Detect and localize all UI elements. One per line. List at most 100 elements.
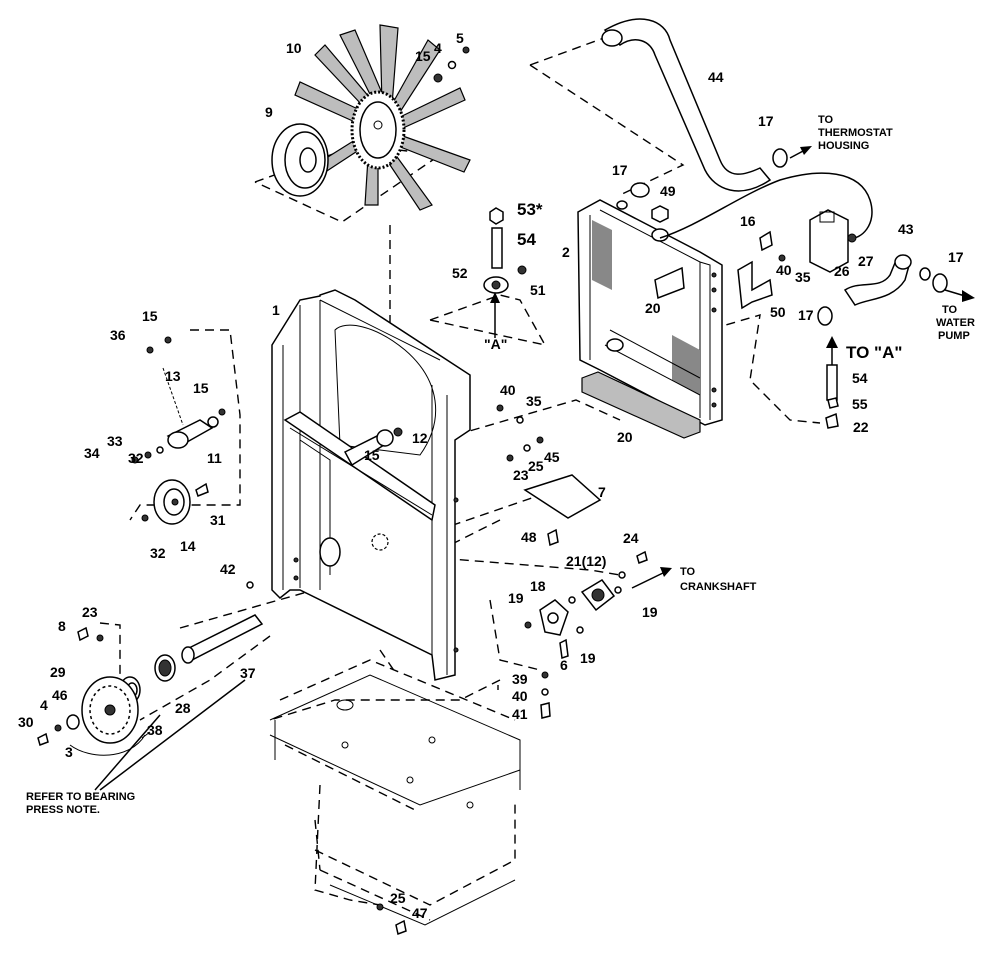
callout-48: 48: [521, 529, 537, 545]
note-to-a: TO "A": [846, 343, 902, 362]
callout-38: 38: [147, 722, 163, 738]
crankshaft-adapter: [524, 550, 648, 719]
callout-12: 12: [412, 430, 428, 446]
callout-22: 22: [853, 419, 869, 435]
callout-36: 36: [110, 327, 126, 343]
callout-9: 9: [265, 104, 273, 120]
callout-5: 5: [456, 30, 464, 46]
fan-shroud: [271, 289, 471, 681]
tensioner-assembly: [131, 336, 226, 525]
note-thermostat-line1: TO: [818, 114, 834, 126]
callout-20-lower: 20: [617, 429, 633, 445]
lower-hose: [843, 254, 912, 306]
callout-13: 13: [165, 368, 181, 384]
callout-45: 45: [544, 449, 560, 465]
callout-50: 50: [770, 304, 786, 320]
callout-32-top: 32: [128, 450, 144, 466]
detail-a-parts: [483, 207, 527, 338]
direction-arrows: [631, 146, 975, 589]
callout-15-tension-top: 15: [142, 308, 158, 324]
callout-51: 51: [530, 282, 546, 298]
callout-30: 30: [18, 714, 34, 730]
callout-17-neck: 17: [612, 162, 628, 178]
bearing-note-leader-2: [99, 679, 246, 791]
callout-15-tension: 15: [193, 380, 209, 396]
fittings-16-35: [759, 230, 786, 262]
callout-23-bracket: 23: [513, 467, 529, 483]
callout-27: 27: [858, 253, 874, 269]
radiator: [577, 199, 723, 439]
callout-53: 53*: [517, 200, 543, 219]
callout-40-shroud: 40: [500, 382, 516, 398]
callout-37: 37: [240, 665, 256, 681]
note-bearing-line2: PRESS NOTE.: [26, 804, 100, 816]
callout-39: 39: [512, 671, 528, 687]
callout-26: 26: [834, 263, 850, 279]
callout-34: 34: [84, 445, 100, 461]
callout-17-right: 17: [948, 249, 964, 265]
note-detail-a: "A": [484, 336, 507, 352]
note-crankshaft-line1: TO: [680, 566, 696, 578]
callout-31: 31: [210, 512, 226, 528]
frame: [269, 659, 521, 936]
hose-clamps: [630, 148, 948, 326]
upper-hose: [601, 18, 772, 192]
callout-15-fan: 15: [415, 48, 431, 64]
callout-33: 33: [107, 433, 123, 449]
drive-shaft-assembly: [37, 581, 264, 756]
callout-4-pulley: 4: [40, 697, 48, 713]
fan-assembly: [271, 24, 471, 211]
bearing-note-leader-1: [94, 714, 161, 791]
bracket-50: [737, 260, 773, 310]
callout-40-radiator: 40: [776, 262, 792, 278]
callout-46: 46: [52, 687, 68, 703]
callout-54-detail: 54: [517, 230, 536, 249]
callout-19-left: 19: [508, 590, 524, 606]
callout-29: 29: [50, 664, 66, 680]
note-water-pump-line1: TO: [942, 304, 958, 316]
callout-20-upper: 20: [645, 300, 661, 316]
overflow-tank: [809, 209, 857, 273]
callout-15-hub: 15: [364, 447, 380, 463]
bracket-hardware: [496, 404, 559, 547]
callout-35-shroud: 35: [526, 393, 542, 409]
callout-42: 42: [220, 561, 236, 577]
radiator-cap: [651, 205, 669, 223]
callout-28: 28: [175, 700, 191, 716]
note-water-pump-line3: PUMP: [938, 330, 970, 342]
callout-41: 41: [512, 706, 528, 722]
diagram-notes: TO THERMOSTAT HOUSING TO WATER PUMP TO C…: [26, 114, 975, 816]
callout-11: 11: [207, 450, 222, 466]
bracket-7: [523, 474, 602, 519]
note-thermostat-line2: THERMOSTAT: [818, 127, 893, 139]
callout-16: 16: [740, 213, 756, 229]
callout-6: 6: [560, 657, 568, 673]
callout-47: 47: [412, 905, 428, 921]
callout-35-radiator: 35: [795, 269, 811, 285]
callout-24: 24: [623, 530, 639, 546]
callout-23-pulley: 23: [82, 604, 98, 620]
callout-43: 43: [898, 221, 914, 237]
callout-8: 8: [58, 618, 66, 634]
fan-hardware: [433, 46, 470, 83]
callout-52: 52: [452, 265, 468, 281]
drain-parts: [825, 336, 839, 429]
callout-4-fan: 4: [434, 40, 442, 56]
note-thermostat-line3: HOUSING: [818, 140, 869, 152]
callout-54-drain: 54: [852, 370, 868, 386]
callout-40-bottom: 40: [512, 688, 528, 704]
callout-19-right: 19: [642, 604, 658, 620]
callout-17-lower: 17: [798, 307, 814, 323]
callout-25-bracket: 25: [528, 458, 544, 474]
callout-18: 18: [530, 578, 546, 594]
callout-32-bottom: 32: [150, 545, 166, 561]
callout-17-top: 17: [758, 113, 774, 129]
callout-19-bottom: 19: [580, 650, 596, 666]
callout-49: 49: [660, 183, 676, 199]
callout-55: 55: [852, 396, 868, 412]
callout-3: 3: [65, 744, 73, 760]
callout-10: 10: [286, 40, 302, 56]
note-water-pump-line2: WATER: [936, 317, 975, 329]
